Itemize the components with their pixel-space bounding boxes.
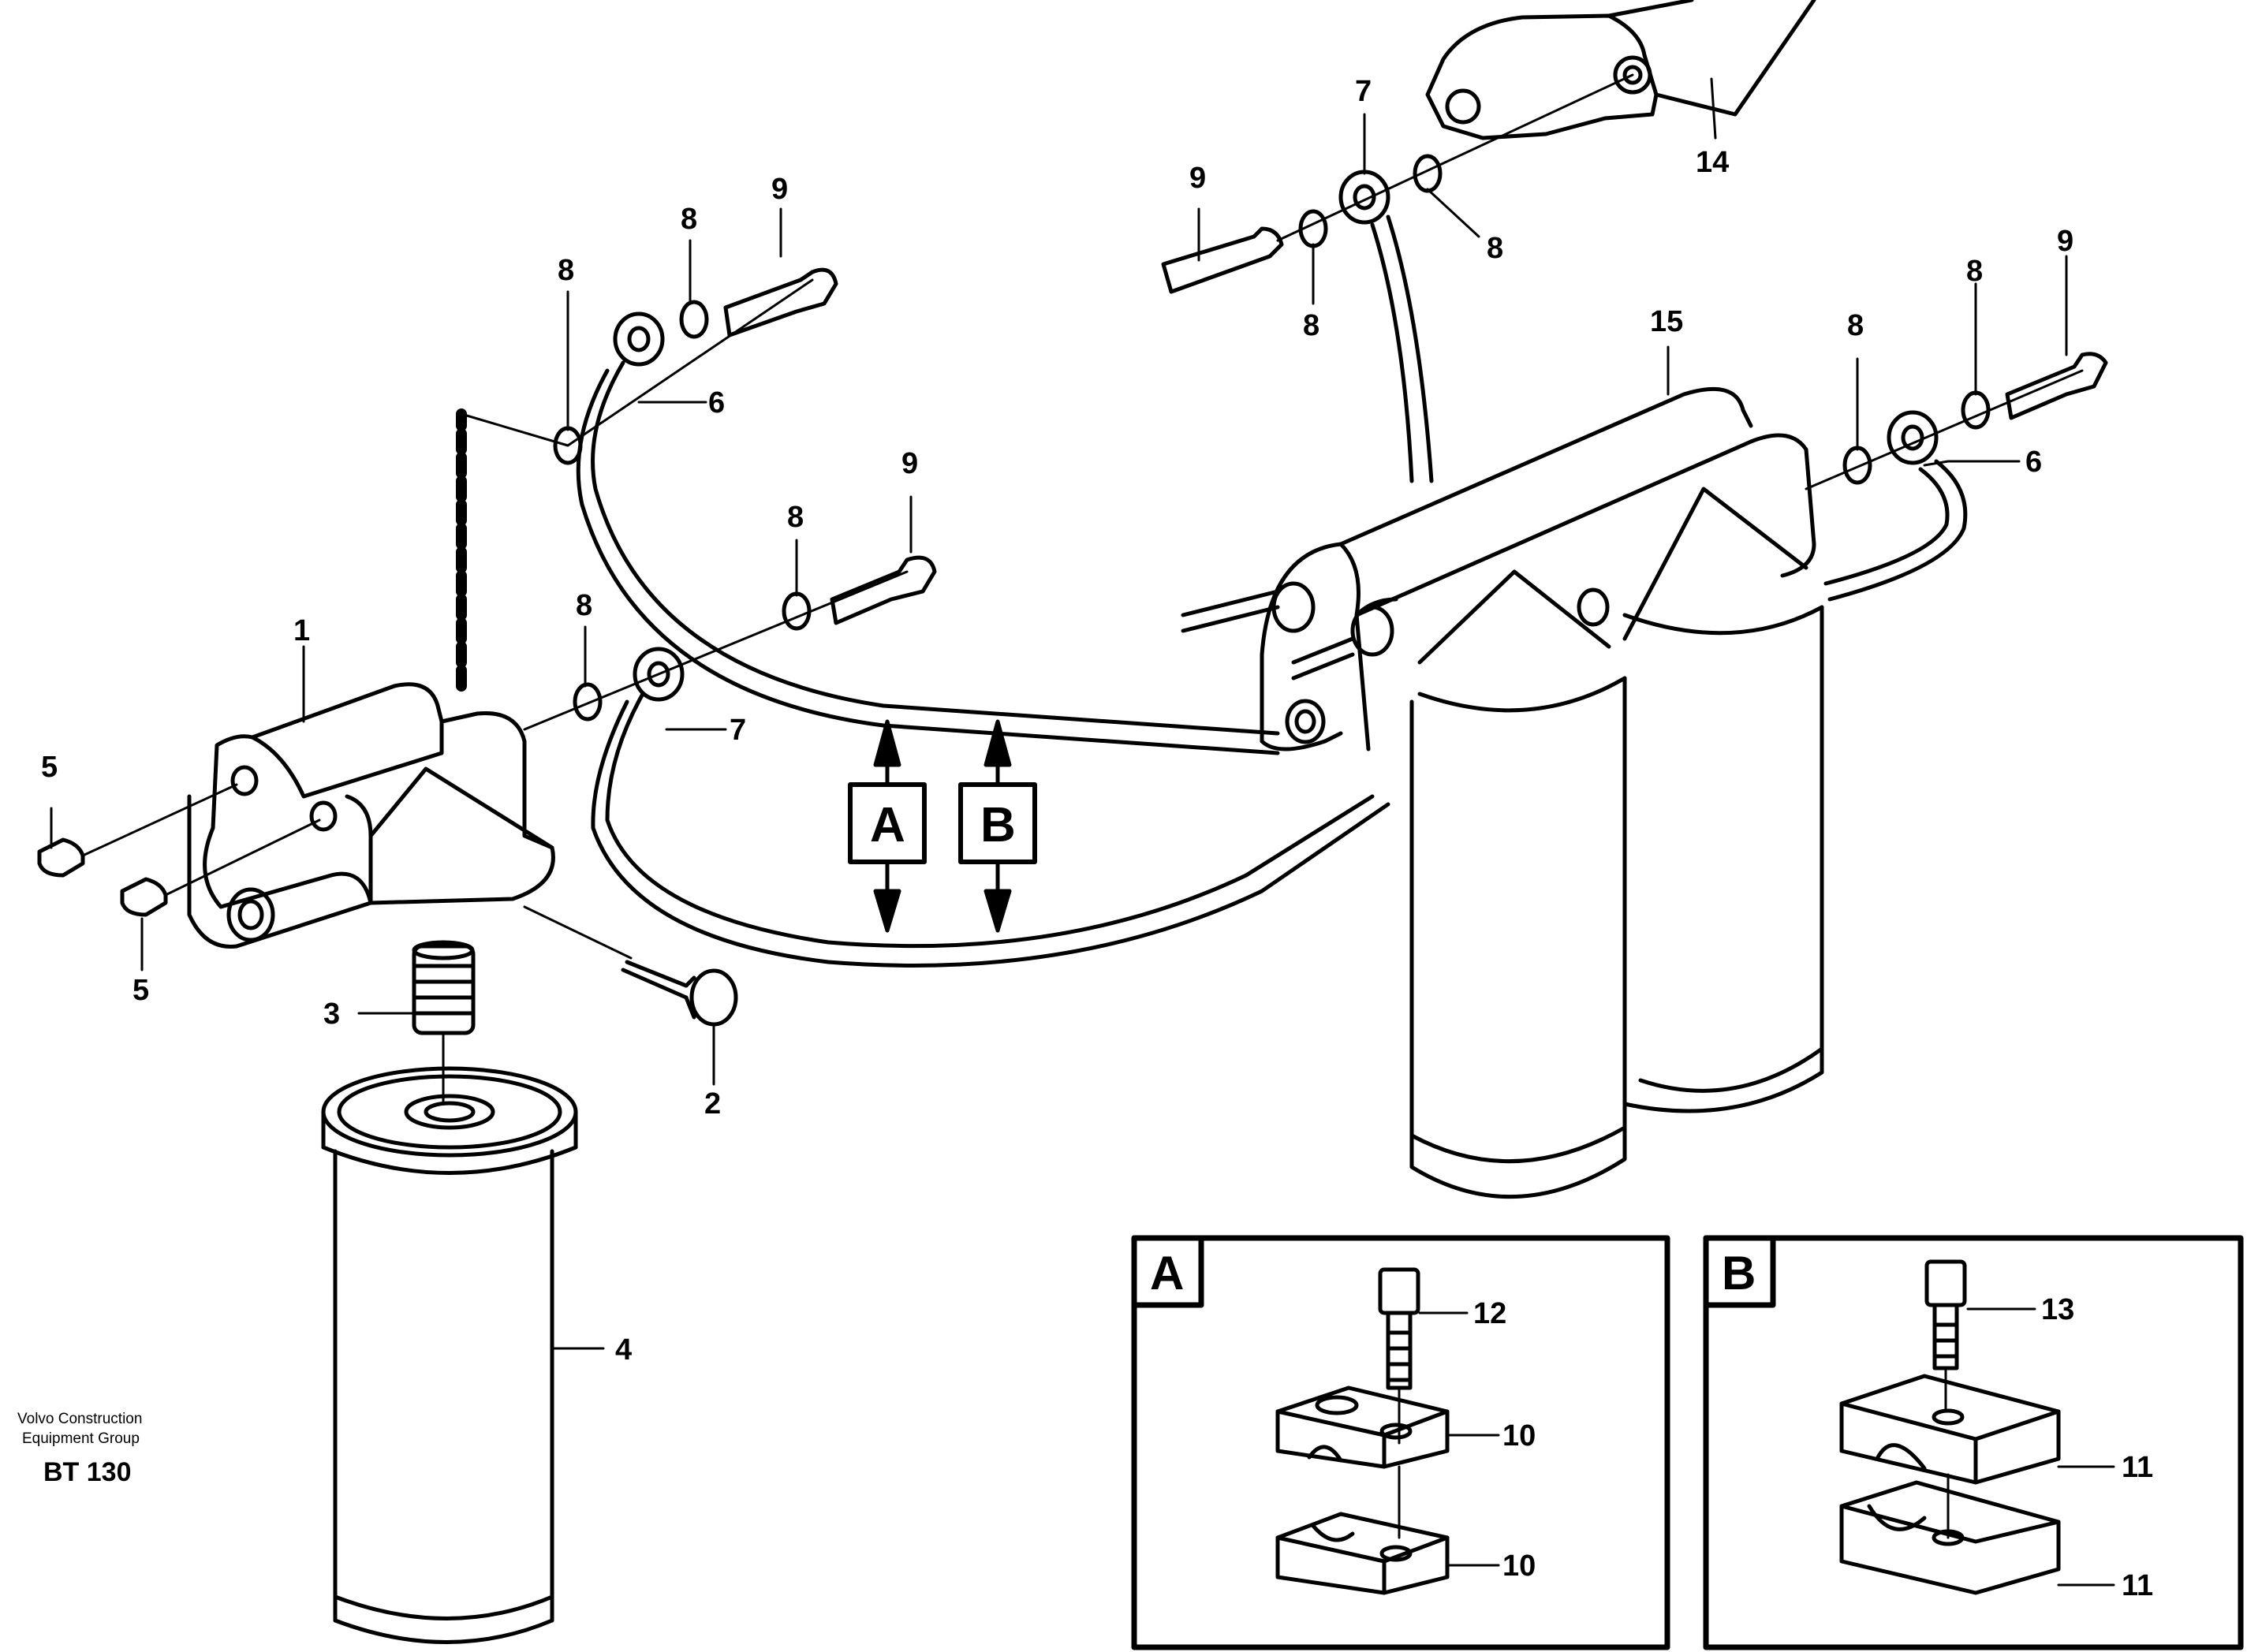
callout-6-left: 6 (708, 386, 725, 420)
callout-2: 2 (704, 1087, 721, 1121)
inset-panel-a (1131, 1235, 1670, 1650)
credit-line-1: Volvo Construction (17, 1411, 142, 1427)
nipple-part (412, 940, 476, 1035)
callout-5-bottom: 5 (133, 974, 149, 1007)
inset-a-callout-10-top: 10 (1502, 1419, 1536, 1452)
callout-1: 1 (293, 614, 310, 647)
inset-a-letter: A (1150, 1247, 1184, 1300)
inset-b-letter: B (1722, 1247, 1756, 1300)
section-marker-a-letter: A (870, 798, 905, 852)
section-marker-a (848, 719, 927, 933)
plug-part (37, 837, 168, 917)
callout-15: 15 (1650, 305, 1683, 338)
filter-assembly-part (1260, 386, 1824, 1199)
bolt-part (621, 960, 738, 1027)
inset-b-callout-13: 13 (2041, 1293, 2074, 1326)
diagram-code: BT 130 (43, 1457, 132, 1487)
callout-9-c: 9 (1189, 162, 1206, 195)
callout-8-f: 8 (1487, 232, 1503, 265)
callout-9-b: 9 (901, 447, 918, 480)
callout-8-e: 8 (1303, 309, 1319, 342)
credit-line-2: Equipment Group (22, 1430, 140, 1447)
callout-8-d: 8 (787, 501, 804, 534)
callout-9-a: 9 (771, 173, 788, 206)
callout-8-c: 8 (576, 589, 592, 622)
inset-b-callout-11-top: 11 (2122, 1451, 2153, 1484)
callout-8-b: 8 (681, 203, 697, 236)
inset-a-callout-10-bottom: 10 (1502, 1549, 1536, 1583)
callout-9-d: 9 (2057, 225, 2073, 258)
section-marker-b-letter: B (980, 798, 1016, 852)
callout-3: 3 (323, 998, 340, 1031)
fitting-assembly-upper-left (460, 267, 838, 465)
callout-4: 4 (615, 1333, 632, 1367)
callout-8-g: 8 (1847, 309, 1864, 342)
arm-bracket-part (1425, 0, 1816, 140)
callout-leaders (50, 77, 2068, 1350)
callout-7-left: 7 (730, 714, 746, 747)
callout-5-top: 5 (41, 751, 58, 784)
inset-b-callout-11-bottom: 11 (2122, 1569, 2153, 1602)
inset-a-callout-12: 12 (1473, 1297, 1506, 1330)
callout-8-a: 8 (558, 254, 574, 287)
callout-7-top: 7 (1355, 75, 1372, 108)
section-marker-b (958, 719, 1037, 933)
inset-panel-b (1703, 1235, 2244, 1650)
callout-6-right: 6 (2025, 446, 2042, 479)
filter-head-part (187, 682, 555, 949)
oil-filter-part (321, 1066, 578, 1644)
fitting-assembly-right (1805, 352, 2108, 490)
callout-14: 14 (1696, 146, 1729, 179)
callout-8-h: 8 (1966, 255, 1983, 288)
hose-part (576, 214, 1968, 968)
fitting-assembly-upper-right (1161, 73, 1634, 294)
